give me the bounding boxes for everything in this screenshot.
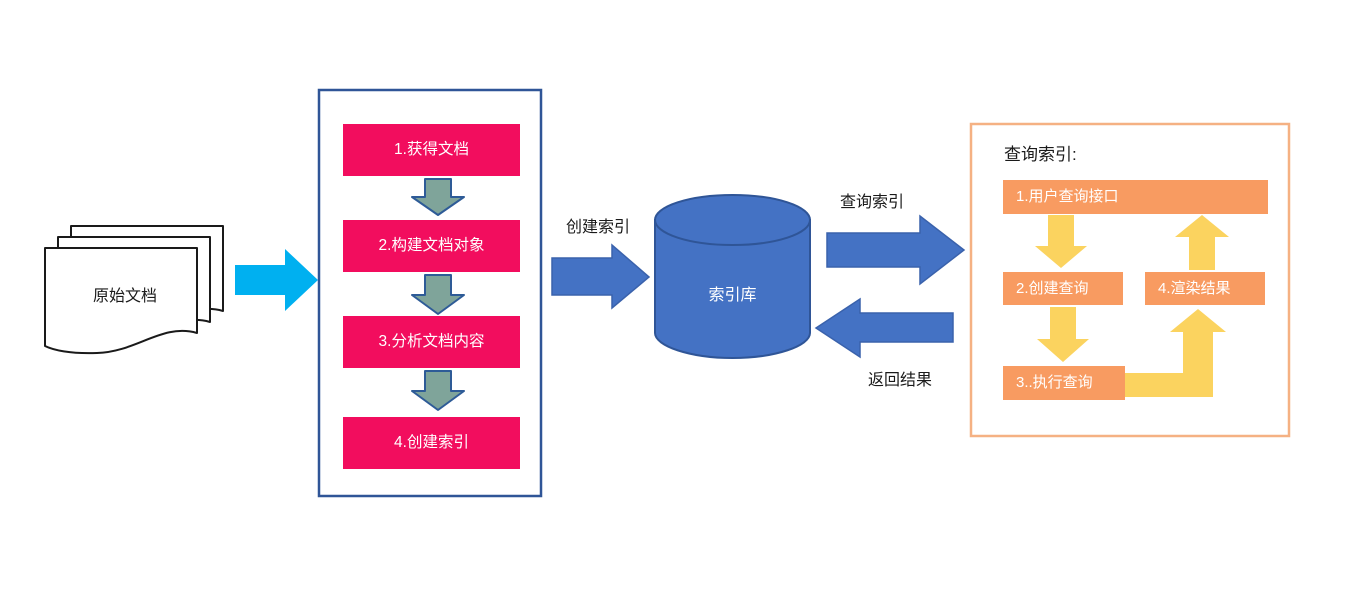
step-down-arrow-3-icon [411,370,465,411]
panel-down-arrow-2-icon [1037,307,1089,362]
query-step-4: 4.渲染结果 [1145,272,1265,305]
pipeline-step-3: 3.分析文档内容 [343,316,520,368]
pipeline-step-1: 1.获得文档 [343,124,520,176]
query-panel-box [969,122,1291,438]
cylinder-body [654,219,811,360]
indexing-pipeline-box [317,88,543,498]
query-index-arrow-icon [826,214,966,286]
query-step-1: 1.用户查询接口 [1003,180,1268,214]
input-arrow-icon [235,249,318,311]
create-index-label: 创建索引 [565,219,630,236]
document-stack [44,225,224,355]
cylinder-top [654,194,811,246]
panel-up-arrow-icon [1175,215,1229,270]
return-results-label: 返回结果 [867,372,932,389]
create-index-arrow-icon [551,243,651,310]
index-db-label: 索引库 [708,287,757,304]
step-down-arrow-1-icon [411,178,465,216]
query-step-3: 3..执行查询 [1003,366,1125,400]
pipeline-step-4: 4.创建索引 [343,417,520,469]
panel-down-arrow-1-icon [1035,215,1087,268]
step-down-arrow-2-icon [411,274,465,315]
return-results-arrow-icon [814,297,954,359]
query-step-2: 2.创建查询 [1003,272,1123,305]
panel-elbow-arrow-icon [1125,309,1226,397]
index-db-cylinder [654,194,811,360]
query-panel-title: 查询索引: [1004,145,1077,164]
query-index-label: 查询索引 [839,194,904,211]
pipeline-step-2: 2.构建文档对象 [343,220,520,272]
document-page-front [44,247,198,355]
source-docs-label: 原始文档 [92,288,157,305]
